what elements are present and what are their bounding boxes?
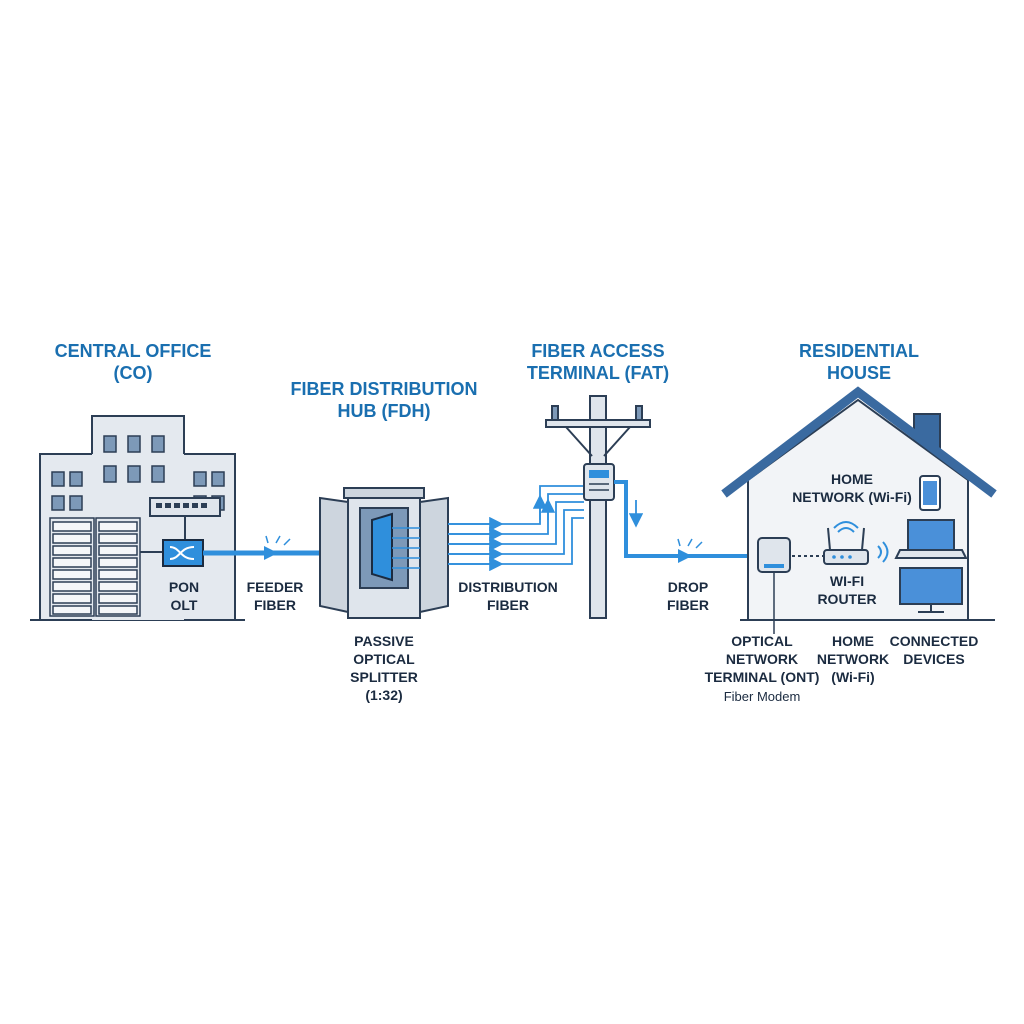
- monitor-icon: [899, 567, 963, 613]
- router-icon: [823, 521, 869, 565]
- phone-icon: [919, 475, 941, 511]
- laptop-icon: [894, 519, 968, 559]
- label-fiber-modem: Fiber Modem: [723, 689, 801, 704]
- utility-pole-icon: [545, 395, 651, 619]
- distribution-fiber-lines: [448, 485, 584, 572]
- drop-fiber-line: [614, 480, 760, 563]
- cabinet-icon: [319, 487, 449, 619]
- house-icon: [721, 386, 997, 621]
- terminal-box-icon: [583, 463, 615, 501]
- ont-icon: [757, 537, 791, 634]
- heading-central-office: CENTRAL OFFICE(CO): [54, 341, 212, 383]
- switch-icon: [149, 497, 221, 540]
- wifi-icon: [877, 541, 889, 563]
- server-rack-icon: [49, 517, 141, 617]
- feeder-fiber-line: [203, 535, 322, 560]
